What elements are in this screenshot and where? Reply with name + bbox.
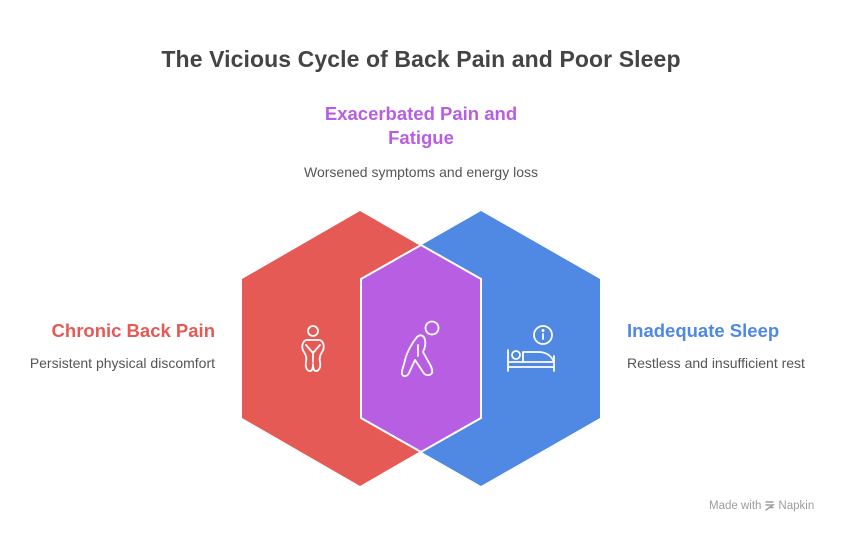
watermark-brand: Napkin <box>778 500 815 512</box>
napkin-logo-icon <box>765 501 776 511</box>
exacerbated-pain-description: Worsened symptoms and energy loss <box>304 164 538 180</box>
exacerbated-pain-title: Exacerbated Pain and Fatigue <box>324 103 518 148</box>
watermark-prefix: Made with <box>709 500 762 512</box>
exacerbated-pain-hexagon <box>360 243 482 454</box>
inadequate-sleep-title: Inadequate Sleep <box>627 320 780 341</box>
chronic-back-pain-description: Persistent physical discomfort <box>29 355 215 371</box>
person-holding-back-icon <box>301 325 325 372</box>
hunched-tired-person-icon <box>400 320 440 378</box>
watermark: Made with Napkin <box>709 500 814 512</box>
inadequate-sleep-description: Restless and insufficient rest <box>627 355 805 371</box>
page-title: The Vicious Cycle of Back Pain and Poor … <box>161 46 681 72</box>
bed-with-info-icon <box>507 325 555 372</box>
chronic-back-pain-title: Chronic Back Pain <box>51 320 215 341</box>
